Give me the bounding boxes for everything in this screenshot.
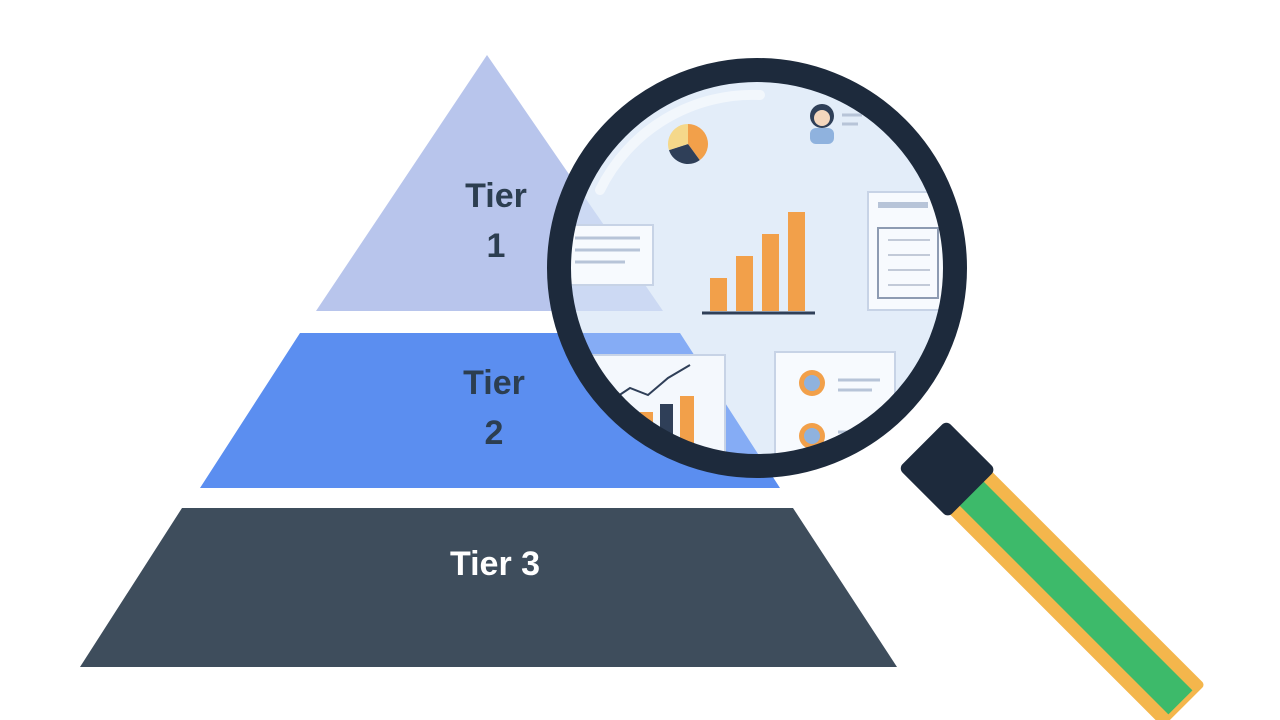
tier-1-label-line2: 1 [487,227,506,265]
lens-pie-slice [668,124,688,151]
magnifier-rim [547,58,967,478]
lens-bar-chart [710,212,805,311]
lens-mini-bar [680,396,694,452]
lens-pie-slice [668,144,700,164]
lens-avatar-card [810,104,862,144]
tier-2-label-line1: Tier [463,364,525,402]
magnifier-handle [900,422,1204,720]
tier-3-band [80,508,897,667]
lens-pie-slice [688,124,709,161]
tier-1-label-line1: Tier [465,177,527,215]
lens-bar [710,278,727,311]
lens-glare [595,89,765,195]
magnifier-collar [900,422,994,516]
lens-pie-chart [668,124,709,164]
lens-bar [762,234,779,311]
tier-2-label-line2: 2 [485,414,504,452]
tier-3-label: Tier 3 [450,545,540,583]
lens-bar [788,212,805,311]
lens-document-card [565,224,654,286]
lens-bar [736,256,753,311]
